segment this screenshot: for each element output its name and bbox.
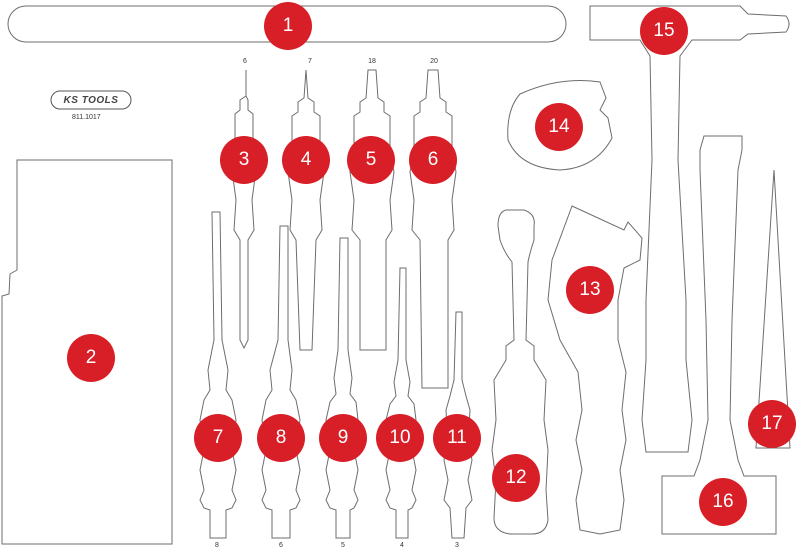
cutout-14-tape — [507, 80, 613, 171]
badge-10: 10 — [376, 414, 424, 462]
cutout-3-chisel — [231, 70, 257, 350]
size-label-top-1: 6 — [243, 58, 247, 65]
badge-2: 2 — [67, 334, 115, 382]
badge-12: 12 — [492, 454, 540, 502]
cutout-7-screwdriver — [199, 211, 237, 539]
cutout-17-punch — [755, 169, 791, 449]
badge-17: 17 — [748, 400, 796, 448]
size-label-top-3: 18 — [368, 58, 376, 65]
badge-6: 6 — [409, 136, 457, 184]
badge-14: 14 — [535, 103, 583, 151]
size-label-bottom-3: 5 — [341, 542, 345, 549]
cutout-10-screwdriver — [385, 267, 417, 539]
cutout-15-hammer — [589, 5, 790, 453]
size-label-bottom-2: 6 — [279, 542, 283, 549]
cutout-13-tool — [547, 205, 643, 535]
size-label-bottom-1: 8 — [215, 542, 219, 549]
size-label-top-2: 7 — [308, 58, 312, 65]
badge-4: 4 — [282, 136, 330, 184]
badge-13: 13 — [566, 266, 614, 314]
size-label-bottom-5: 3 — [455, 542, 459, 549]
badge-9: 9 — [319, 414, 367, 462]
ks-tools-logo-text: KS TOOLS — [63, 94, 119, 106]
badge-11: 11 — [433, 414, 481, 462]
cutout-12-screwdriver — [491, 209, 549, 535]
badge-8: 8 — [257, 414, 305, 462]
badge-3: 3 — [220, 136, 268, 184]
article-number: 811.1017 — [72, 114, 101, 121]
badge-7: 7 — [194, 414, 242, 462]
ks-tools-logo — [50, 90, 132, 110]
cutout-4-chisel — [287, 69, 325, 351]
badge-5: 5 — [347, 136, 395, 184]
size-label-bottom-4: 4 — [400, 542, 404, 549]
cutout-8-screwdriver — [261, 225, 301, 539]
cutout-2-case — [1, 159, 173, 545]
cutout-16-mallet — [661, 135, 777, 535]
size-label-top-4: 20 — [430, 58, 438, 65]
badge-16: 16 — [699, 478, 747, 526]
cutout-6-chisel — [409, 69, 457, 389]
cutout-9-screwdriver — [325, 237, 359, 539]
badge-1: 1 — [264, 2, 312, 50]
badge-15: 15 — [640, 7, 688, 55]
cutout-5-chisel — [349, 69, 395, 351]
